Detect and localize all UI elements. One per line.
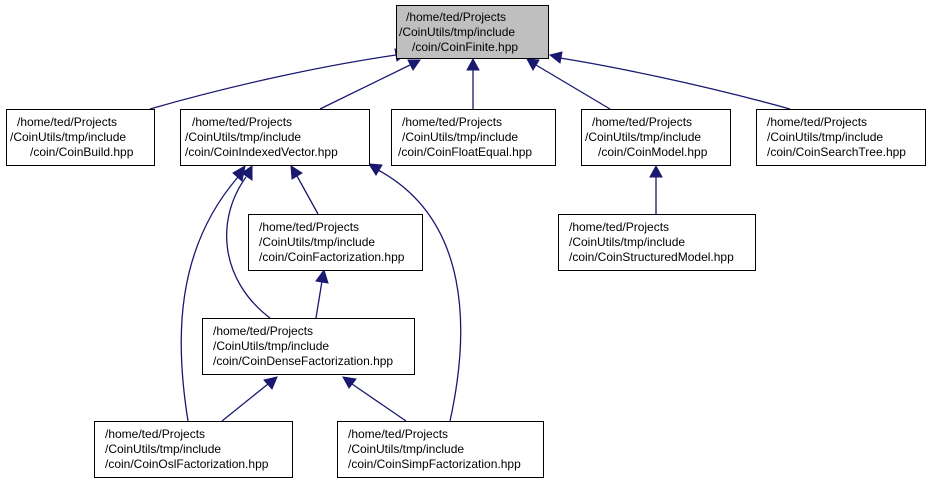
arrowhead-dense-to-factorization (315, 268, 329, 284)
edge-indexed-to-finite (319, 64, 411, 110)
node-coinoslfactorization-line3: /coin/CoinOslFactorization.hpp (105, 457, 269, 471)
node-coinoslfactorization-line2: /CoinUtils/tmp/include (105, 442, 222, 456)
node-coinfinite-line2: /CoinUtils/tmp/include (399, 25, 516, 39)
node-coinbuild-line1: /home/ted/Projects (17, 115, 118, 129)
arrowhead-simp-to-dense (342, 376, 357, 389)
arrowhead-dense-to-indexed (241, 165, 253, 181)
node-coinbuild-line2: /CoinUtils/tmp/include (10, 130, 127, 144)
node-coinmodel-line2: /CoinUtils/tmp/include (585, 130, 702, 144)
node-coinindexedvector-line3: /coin/CoinIndexedVector.hpp (185, 145, 338, 159)
node-coinstructuredmodel-line3: /coin/CoinStructuredModel.hpp (569, 250, 734, 264)
node-coinfloatequal-line2: /CoinUtils/tmp/include (402, 130, 519, 144)
node-coinsimpfactorization-line1: /home/ted/Projects (348, 427, 449, 441)
node-coindensefactorization-line3: /coin/CoinDenseFactorization.hpp (213, 354, 394, 368)
node-coinfinite-line1: /home/ted/Projects (406, 10, 507, 24)
edge-factorization-to-indexed (296, 175, 319, 215)
node-coinmodel[interactable]: /home/ted/Projects /CoinUtils/tmp/includ… (581, 109, 731, 166)
edge-simp-to-dense (351, 383, 407, 422)
node-coinmodel-line3: /coin/CoinModel.hpp (598, 145, 708, 159)
node-coinfloatequal-line1: /home/ted/Projects (402, 115, 503, 129)
node-coinsearchtree-line1: /home/ted/Projects (767, 115, 868, 129)
arrowhead-searchtree-to-finite (548, 51, 563, 64)
node-coinindexedvector[interactable]: /home/ted/Projects /CoinUtils/tmp/includ… (180, 109, 370, 166)
node-coinindexedvector-line2: /CoinUtils/tmp/include (185, 130, 302, 144)
edge-model-to-finite (535, 64, 611, 110)
node-coinbuild-line3: /coin/CoinBuild.hpp (30, 145, 134, 159)
node-coinoslfactorization[interactable]: /home/ted/Projects /CoinUtils/tmp/includ… (94, 421, 293, 478)
edge-build-to-finite (149, 54, 397, 110)
arrowhead-floatequal-to-finite (466, 57, 480, 71)
edge-osl-to-dense (221, 383, 269, 422)
edge-searchtree-to-finite (559, 57, 791, 110)
edge-osl-to-indexed (180, 176, 239, 422)
node-coinfactorization[interactable]: /home/ted/Projects /CoinUtils/tmp/includ… (248, 214, 423, 271)
node-coindensefactorization-line2: /CoinUtils/tmp/include (213, 339, 330, 353)
node-coinfloatequal[interactable]: /home/ted/Projects /CoinUtils/tmp/includ… (391, 109, 556, 166)
node-coinstructuredmodel-line2: /CoinUtils/tmp/include (569, 235, 686, 249)
node-coinindexedvector-line1: /home/ted/Projects (192, 115, 293, 129)
node-coinfactorization-line2: /CoinUtils/tmp/include (259, 235, 376, 249)
node-coinfactorization-line1: /home/ted/Projects (259, 220, 360, 234)
arrowhead-model-to-finite (526, 58, 540, 72)
node-coinsimpfactorization-line2: /CoinUtils/tmp/include (348, 442, 465, 456)
node-coinsimpfactorization-line3: /coin/CoinSimpFactorization.hpp (348, 457, 521, 471)
edge-dense-to-indexed (226, 176, 271, 319)
edge-layer (149, 48, 791, 422)
node-coindensefactorization-line1: /home/ted/Projects (213, 324, 314, 338)
node-coinsearchtree-line2: /CoinUtils/tmp/include (767, 130, 884, 144)
arrowhead-osl-to-dense (263, 376, 278, 390)
node-coinstructuredmodel[interactable]: /home/ted/Projects /CoinUtils/tmp/includ… (558, 214, 756, 271)
node-coinstructuredmodel-line1: /home/ted/Projects (569, 220, 670, 234)
arrowhead-indexed-to-finite (407, 59, 421, 71)
node-coinfinite-line3: /coin/CoinFinite.hpp (412, 40, 519, 54)
node-coindensefactorization[interactable]: /home/ted/Projects /CoinUtils/tmp/includ… (202, 318, 415, 375)
arrowhead-simp-to-indexed (368, 163, 383, 176)
node-coinmodel-line1: /home/ted/Projects (592, 115, 693, 129)
edge-simp-to-indexed (377, 169, 462, 422)
node-coinfactorization-line3: /coin/CoinFactorization.hpp (259, 250, 405, 264)
node-coinoslfactorization-line1: /home/ted/Projects (105, 427, 206, 441)
arrowhead-structured-to-model (649, 164, 663, 178)
edge-dense-to-factorization (315, 280, 323, 319)
node-coinfinite: /home/ted/Projects /CoinUtils/tmp/includ… (396, 5, 549, 59)
node-coinfloatequal-line3: /coin/CoinFloatEqual.hpp (398, 145, 533, 159)
node-coinsimpfactorization[interactable]: /home/ted/Projects /CoinUtils/tmp/includ… (337, 421, 544, 478)
arrowhead-osl-to-indexed (232, 165, 246, 182)
node-coinbuild[interactable]: /home/ted/Projects /CoinUtils/tmp/includ… (6, 109, 155, 166)
node-coinsearchtree-line3: /coin/CoinSearchTree.hpp (767, 145, 906, 159)
node-coinsearchtree[interactable]: /home/ted/Projects /CoinUtils/tmp/includ… (756, 109, 926, 166)
arrowhead-factorization-to-indexed (290, 165, 303, 180)
